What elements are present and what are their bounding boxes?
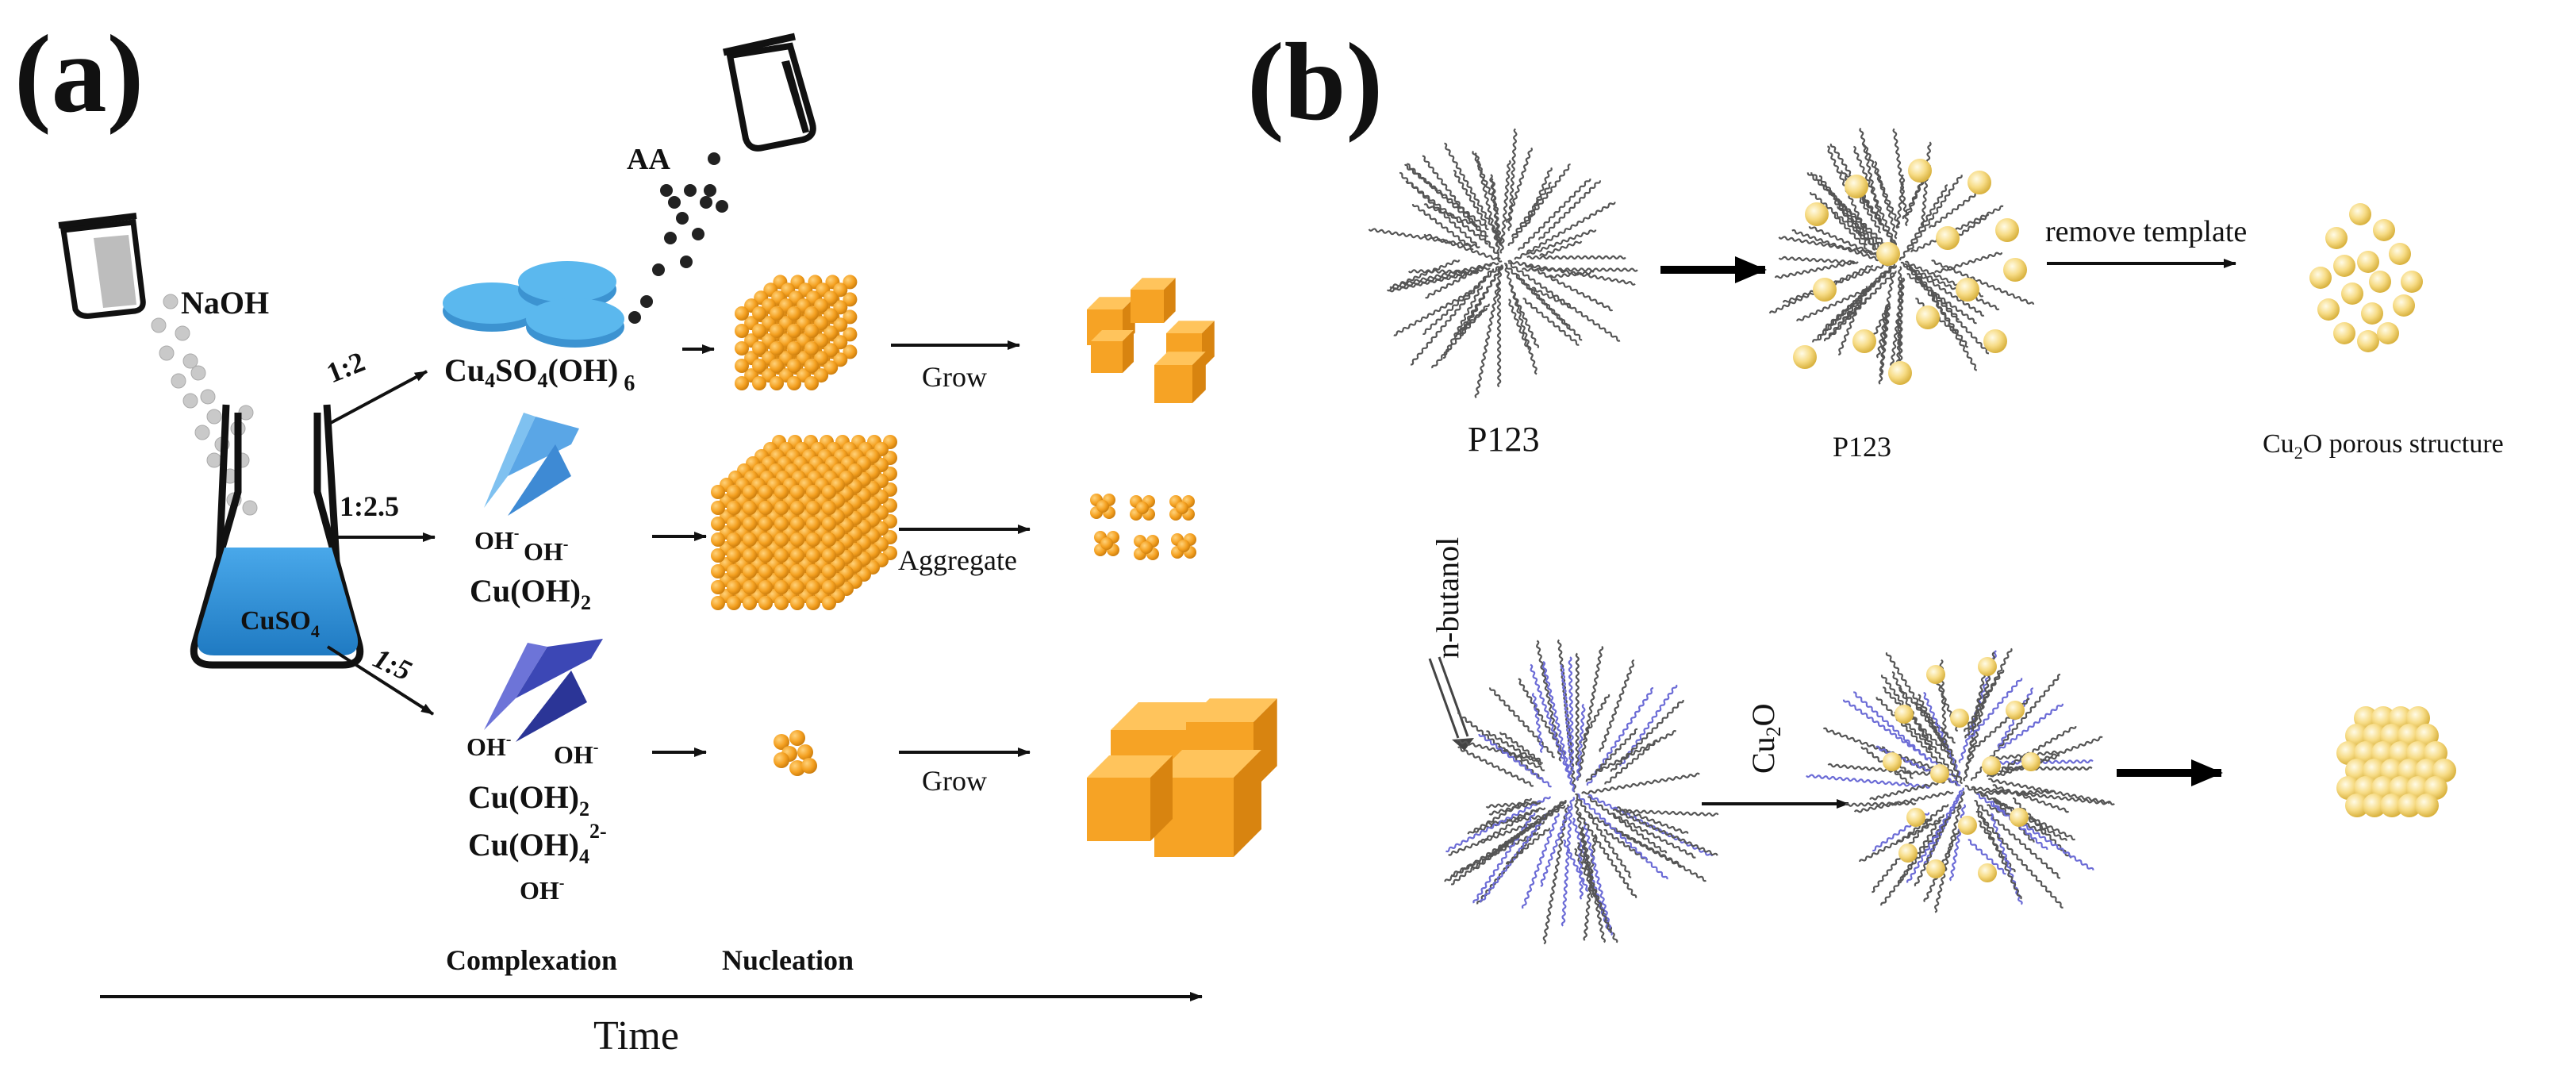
ratio-arrow-1 bbox=[327, 370, 428, 426]
micelle-spheres-icon bbox=[1883, 657, 2040, 882]
p123-label-left: P123 bbox=[1468, 420, 1539, 459]
n-butanol-arrow-line-2 bbox=[1438, 656, 1469, 737]
n-butanol-arrow-line-1 bbox=[1428, 658, 1460, 739]
nuclei-cluster-tiny bbox=[774, 730, 817, 776]
cu2o-micelle-icon bbox=[1806, 648, 2115, 913]
cu2o-porous-spheres-icon bbox=[2309, 203, 2423, 352]
nuclei-lattice-large bbox=[711, 435, 897, 610]
p123-label-mid: P123 bbox=[1833, 431, 1891, 463]
n-butanol-label: n-butanol bbox=[1430, 537, 1465, 659]
cu2o-arrow-label: Cu2O bbox=[1745, 703, 1785, 774]
naoh-beaker-icon bbox=[58, 213, 146, 319]
oh-label-3: OH- bbox=[466, 731, 511, 761]
oh-label-2: OH- bbox=[524, 536, 568, 566]
p123-micelle-icon bbox=[1368, 128, 1638, 398]
panel-a: (a) NaOH CuSO4 1:2 1:2.5 1:5 bbox=[14, 13, 1277, 1059]
aa-beaker-icon bbox=[723, 33, 816, 152]
ratio-label-1: 1:2 bbox=[322, 345, 369, 389]
grow-label-1: Grow bbox=[922, 361, 987, 393]
ratio-label-2: 1:2.5 bbox=[340, 490, 399, 522]
cu4so4oh6-discs-icon bbox=[443, 261, 624, 348]
cuoh4-label: Cu(OH)42- bbox=[468, 820, 607, 868]
cuoh2-needles-icon bbox=[484, 413, 579, 516]
oh-label-4: OH- bbox=[554, 739, 598, 769]
ratio-label-3: 1:5 bbox=[369, 642, 417, 687]
cuoh2-label-1: Cu(OH)2 bbox=[470, 573, 591, 614]
cu2o-porous-label: Cu2O porous structure bbox=[2263, 429, 2504, 463]
remove-template-label: remove template bbox=[2045, 215, 2247, 248]
nuclei-lattice-small bbox=[735, 275, 858, 390]
cu2o-cluster-icon bbox=[2336, 706, 2456, 817]
aa-label: AA bbox=[627, 143, 670, 176]
cuoh4-needles-icon bbox=[484, 639, 603, 742]
grow-label-2: Grow bbox=[922, 765, 987, 797]
panel-b: (b) P123 P123 remove template Cu2O porou… bbox=[1247, 21, 2504, 945]
oh-label-1: OH- bbox=[474, 525, 519, 555]
cuso4-label: CuSO4 bbox=[240, 606, 320, 641]
cuso4-flask-icon bbox=[190, 404, 364, 669]
stage-label-nucleation: Nucleation bbox=[722, 944, 854, 976]
panel-a-label: (a) bbox=[14, 13, 144, 136]
cu4so4oh6-label: Cu4SO4(OH) 6 bbox=[444, 352, 635, 396]
oh-label-5: OH- bbox=[520, 874, 564, 905]
cu2o-small-cubes-icon bbox=[1087, 278, 1215, 403]
aggregate-label: Aggregate bbox=[898, 544, 1017, 576]
panel-b-label: (b) bbox=[1247, 21, 1383, 144]
cu2o-aggregates-icon bbox=[1090, 494, 1196, 560]
cuoh2-label-2: Cu(OH)2 bbox=[468, 779, 589, 820]
stage-label-complexation: Complexation bbox=[446, 944, 617, 976]
butanol-micelle-icon bbox=[1444, 639, 1719, 945]
cu2o-large-cubes-icon bbox=[1087, 698, 1277, 857]
naoh-label: NaOH bbox=[181, 285, 269, 321]
ratio-arrow-3 bbox=[326, 645, 435, 716]
p123-template-icon bbox=[1768, 127, 2035, 385]
aa-drops bbox=[628, 152, 728, 324]
time-axis-label: Time bbox=[593, 1013, 679, 1059]
template-spheres-icon bbox=[1793, 159, 2027, 385]
